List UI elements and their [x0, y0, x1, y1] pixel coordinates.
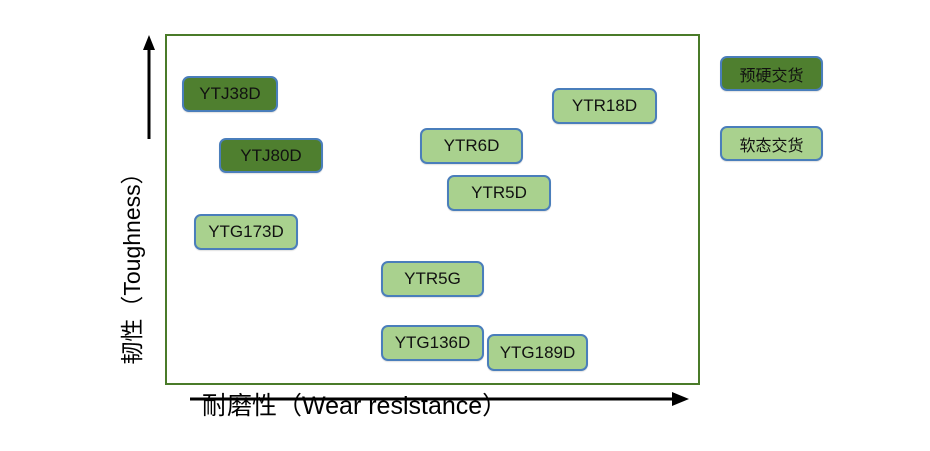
x-axis-label: 耐磨性（Wear resistance） — [202, 392, 508, 420]
legend-item-prehardened[interactable]: 预硬交货 — [720, 56, 823, 91]
node-ytr6d[interactable]: YTR6D — [420, 128, 523, 164]
node-ytg136d[interactable]: YTG136D — [381, 325, 484, 361]
node-ytj80d[interactable]: YTJ80D — [219, 138, 323, 173]
arrow-right-icon — [190, 392, 689, 406]
y-axis-label-text: 韧性（Toughness） — [119, 160, 145, 365]
node-ytr18d[interactable]: YTR18D — [552, 88, 657, 124]
y-axis-label: 韧性（Toughness） — [110, 125, 150, 400]
node-ytg189d[interactable]: YTG189D — [487, 334, 588, 371]
node-ytr5g[interactable]: YTR5G — [381, 261, 484, 297]
legend-item-annealed[interactable]: 软态交货 — [720, 126, 823, 161]
arrow-up-icon — [143, 35, 155, 139]
node-ytg173d[interactable]: YTG173D — [194, 214, 298, 250]
node-ytj38d[interactable]: YTJ38D — [182, 76, 278, 112]
node-ytr5d[interactable]: YTR5D — [447, 175, 551, 211]
